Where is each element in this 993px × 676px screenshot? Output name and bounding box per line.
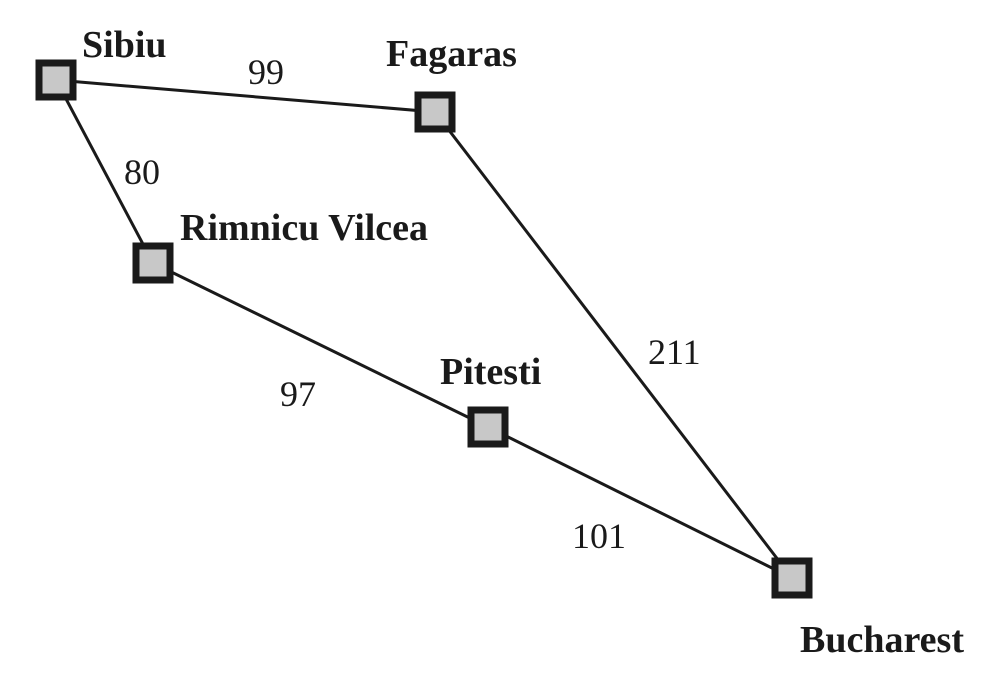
label-sibiu: Sibiu — [82, 24, 167, 66]
node-fagaras[interactable] — [414, 91, 456, 133]
edge-sibiu-rimnicu-vilcea — [54, 79, 155, 264]
node-bucharest[interactable] — [771, 557, 813, 599]
distance-sibiu-fagaras: 99 — [248, 52, 284, 92]
node-sibiu[interactable] — [35, 59, 77, 101]
node-rimnicu-vilcea[interactable] — [132, 242, 174, 284]
label-fagaras: Fagaras — [386, 33, 517, 75]
label-rimnicu-vilcea: Rimnicu Vilcea — [180, 207, 428, 249]
node-pitesti[interactable] — [467, 406, 509, 448]
edge-pitesti-bucharest — [487, 425, 793, 580]
distance-rimnicu-vilcea-pitesti: 97 — [280, 374, 316, 414]
edge-sibiu-fagaras — [55, 78, 436, 114]
label-pitesti: Pitesti — [440, 351, 541, 393]
edge-fagaras-bucharest — [433, 111, 794, 579]
distance-sibiu-rimnicu-vilcea: 80 — [124, 152, 160, 192]
distance-fagaras-bucharest: 211 — [648, 332, 701, 372]
edge-rimnicu-vilcea-pitesti — [152, 261, 489, 429]
label-bucharest: Bucharest — [800, 619, 964, 661]
distance-pitesti-bucharest: 101 — [572, 516, 626, 556]
